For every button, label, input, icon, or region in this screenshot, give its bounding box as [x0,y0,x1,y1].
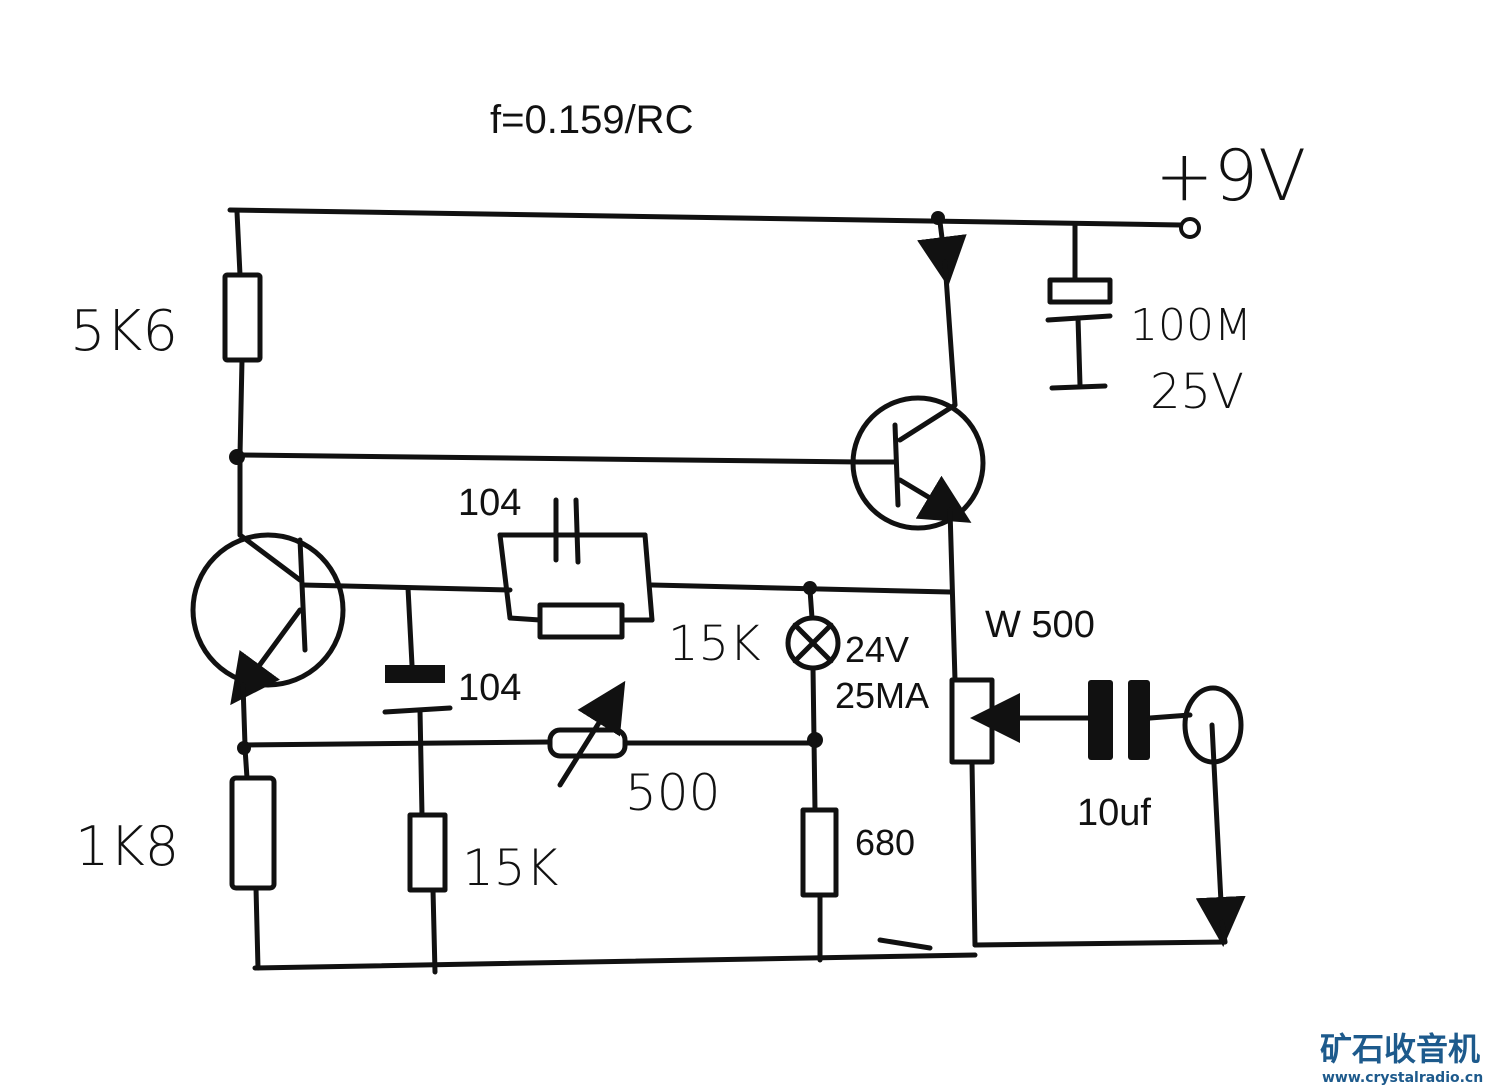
bottom-rail [252,952,978,971]
r-15k-feedback-label: 15K [668,616,761,672]
supply-label: +9V [1155,135,1306,217]
supply-terminal [1179,217,1201,239]
electrolytic-cap [1045,222,1113,391]
watermark-brand: 矿石收音机 [1320,1030,1480,1068]
potentiometer-w500 [949,677,1093,948]
feedback-network [497,497,953,640]
lamp-branch [785,587,841,963]
transistor-q2 [850,219,986,683]
output-cap [1088,680,1246,947]
lamp-voltage-label: 24V [845,629,909,670]
resistor-15k-feedback [537,602,625,640]
shunt-cap-label: 104 [458,667,521,709]
pot-label: W 500 [985,604,1095,646]
r-5k6-label: 5K6 [70,299,178,364]
shunt-branch [382,585,453,975]
cap-104-plate-b [573,497,581,565]
formula-label: f=0.159/RC [490,98,693,142]
resistor-1k8-branch [229,745,277,971]
output-cap-plate-b [1128,680,1150,760]
output-cap-label: 10uf [1077,792,1151,834]
left-column [222,209,863,465]
watermark-url: www.crystalradio.cn [1322,1070,1483,1086]
top-rail [227,207,1201,239]
resistor-5k6 [222,272,263,363]
transistor-q1 [190,457,513,748]
trimmer-label: 500 [625,764,720,822]
r-680-label: 680 [855,822,915,863]
feedback-cap-label: 104 [458,482,521,524]
electrolytic-voltage-label: 25V [1150,364,1244,420]
r-1k8-label: 1K8 [75,815,179,878]
output-cap-plate-a [1088,680,1113,760]
resistor-15k-shunt [407,812,448,893]
emitter-line [237,680,823,788]
resistor-1k8 [229,775,277,891]
electrolytic-value-label: 100M [1130,300,1252,351]
electrolytic-plate-positive [1047,277,1113,305]
resistor-680 [800,807,839,898]
pot-body [949,677,995,765]
r-15k-shunt-label: 15K [462,839,559,897]
cap-104-shunt-plate-a [385,665,445,683]
lamp-current-label: 25MA [835,675,929,716]
